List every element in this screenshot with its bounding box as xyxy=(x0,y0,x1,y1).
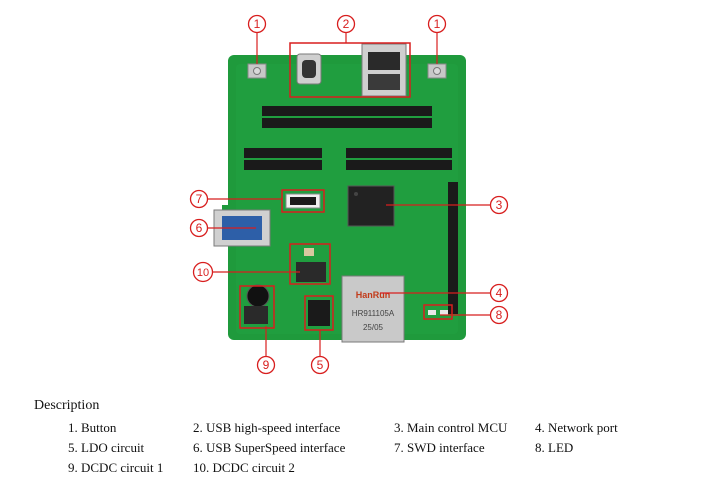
callout-4: 4 xyxy=(489,283,509,303)
network-part-label: HR911105A xyxy=(352,309,395,318)
svg-text:2: 2 xyxy=(343,17,350,31)
highlight-ldo xyxy=(304,295,334,331)
callout-2: 2 xyxy=(336,14,356,34)
callout-5: 5 xyxy=(310,355,330,375)
board-diagram: HanRun HR911105A 25/05 1 xyxy=(189,14,509,375)
header-row-top xyxy=(262,106,432,128)
main-mcu-chip xyxy=(347,185,395,227)
network-port: HanRun HR911105A 25/05 xyxy=(341,275,405,343)
desc-item-6: 6. USB SuperSpeed interface xyxy=(193,440,346,455)
svg-text:6: 6 xyxy=(196,221,203,235)
button-right xyxy=(427,63,447,79)
highlight-dcdc1 xyxy=(239,285,275,329)
callout-6: 6 xyxy=(189,218,209,238)
swd-header xyxy=(285,193,321,209)
svg-text:10: 10 xyxy=(197,267,209,279)
callout-9: 9 xyxy=(256,355,276,375)
highlight-swd xyxy=(281,189,325,213)
svg-text:1: 1 xyxy=(254,17,261,31)
desc-item-5: 5. LDO circuit xyxy=(68,440,145,455)
dcdc-circuit-1 xyxy=(244,284,270,324)
pcb-shade xyxy=(236,64,458,334)
callout-1-right: 1 xyxy=(427,14,447,34)
svg-text:7: 7 xyxy=(196,192,203,206)
svg-text:8: 8 xyxy=(496,308,503,322)
callout-10: 10 xyxy=(192,261,214,283)
desc-item-8: 8. LED xyxy=(535,440,574,455)
network-brand-label: HanRun xyxy=(356,290,391,300)
dcdc-circuit-2 xyxy=(296,248,326,282)
header-row-mid-right xyxy=(346,148,452,170)
led-indicator xyxy=(428,310,448,315)
desc-item-10: 10. DCDC circuit 2 xyxy=(193,460,295,475)
header-column-right xyxy=(448,182,458,314)
header-row-mid-left xyxy=(244,148,322,170)
network-date-label: 25/05 xyxy=(363,323,384,332)
callout-8: 8 xyxy=(489,305,509,325)
ldo-circuit xyxy=(308,300,330,326)
description-title: Description xyxy=(34,398,100,413)
callout-7: 7 xyxy=(189,189,209,209)
highlight-usb-hs xyxy=(289,42,411,98)
desc-item-4: 4. Network port xyxy=(535,420,618,435)
callout-1-left: 1 xyxy=(247,14,267,34)
desc-item-9: 9. DCDC circuit 1 xyxy=(68,460,164,475)
callout-3: 3 xyxy=(489,195,509,215)
desc-item-7: 7. SWD interface xyxy=(394,440,485,455)
svg-text:4: 4 xyxy=(496,286,503,300)
svg-text:5: 5 xyxy=(317,358,324,372)
svg-text:3: 3 xyxy=(496,198,503,212)
svg-text:1: 1 xyxy=(434,17,441,31)
desc-item-1: 1. Button xyxy=(68,420,117,435)
desc-item-2: 2. USB high-speed interface xyxy=(193,420,341,435)
button-left xyxy=(247,63,267,79)
highlight-led xyxy=(423,304,453,320)
svg-text:9: 9 xyxy=(263,358,270,372)
usb-typec-port xyxy=(296,53,322,85)
desc-item-3: 3. Main control MCU xyxy=(394,420,508,435)
highlight-dcdc2 xyxy=(289,243,331,285)
usb-a-port xyxy=(361,43,407,97)
